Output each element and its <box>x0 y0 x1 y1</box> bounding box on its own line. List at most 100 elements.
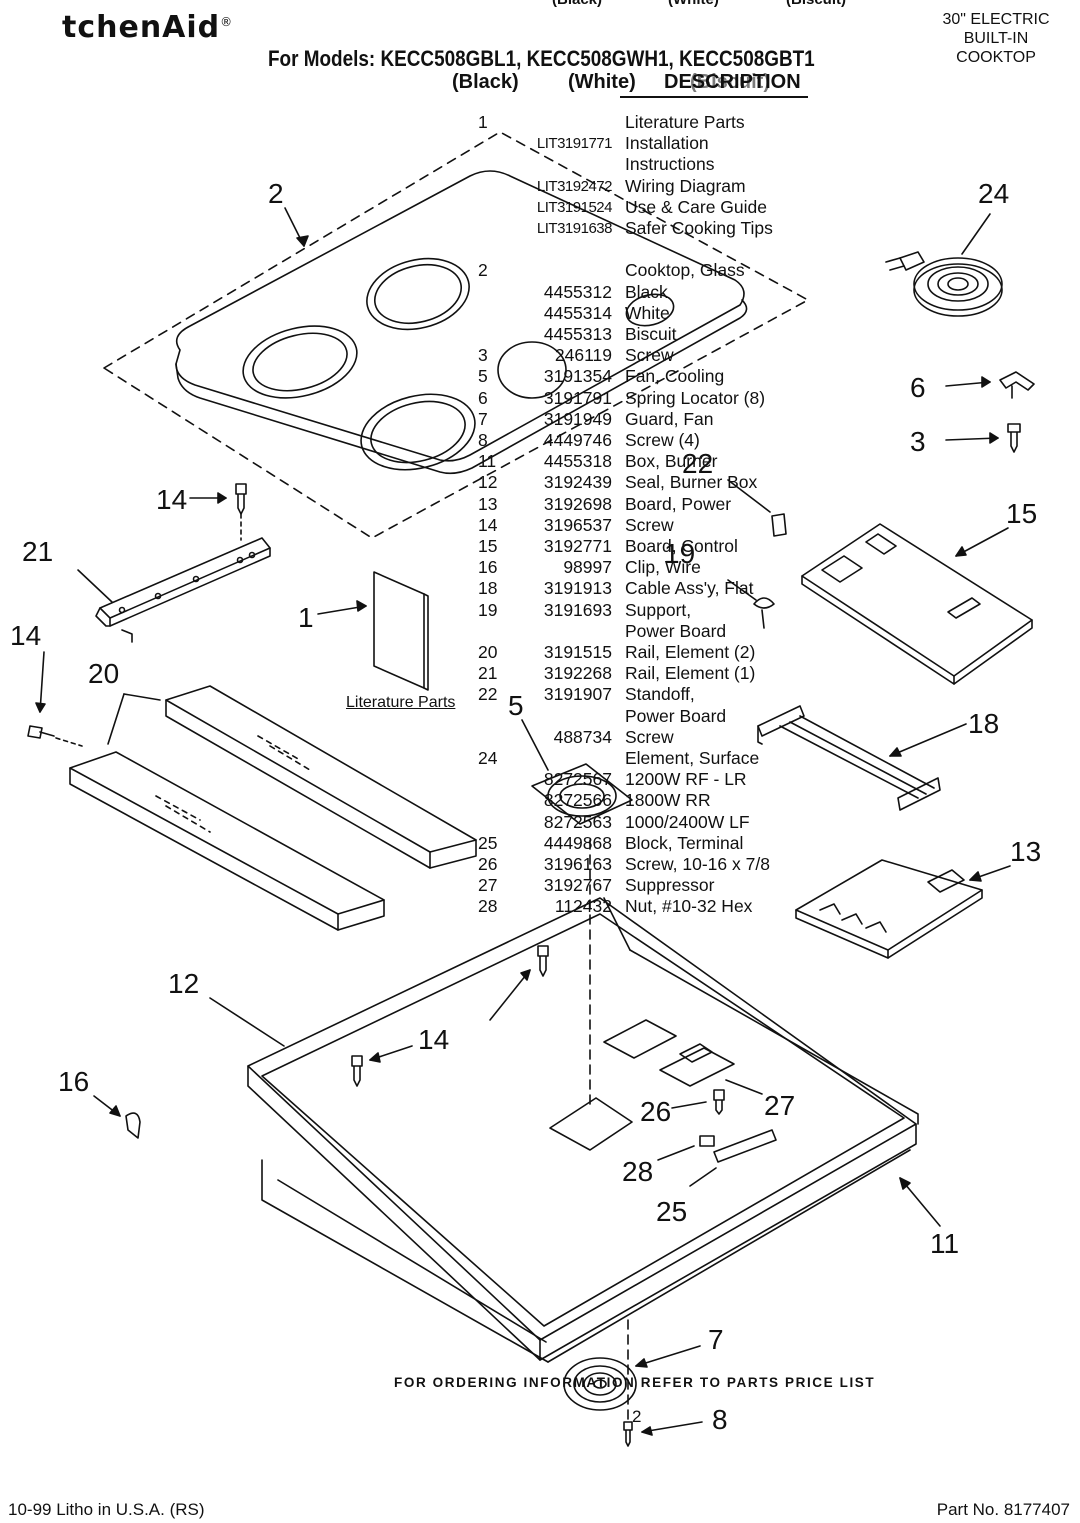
callout-13: 13 <box>1010 836 1042 867</box>
ref-number: 12 <box>478 472 498 493</box>
part-description: Literature Parts <box>625 112 745 132</box>
brand-logo: tchenAid® <box>62 10 234 45</box>
cooktop-title-line: BUILT-IN <box>963 30 1029 47</box>
part-number: 3196163 <box>543 854 612 874</box>
part-description: Support, <box>625 599 692 620</box>
literature-parts-label: Literature Parts <box>346 694 456 711</box>
cooktop-title-line: 30" ELECTRIC <box>942 11 1050 28</box>
part-number: LIT3191524 <box>536 198 613 216</box>
part-description: Clip, Wire <box>625 557 701 578</box>
callout-18: 18 <box>968 708 1000 739</box>
ref-number: 2 <box>478 260 488 281</box>
part-description: Nut, #10-32 Hex <box>625 896 753 917</box>
part-number: 3191354 <box>543 366 612 387</box>
literature-booklet-icon <box>373 571 425 689</box>
ref-number: 8 <box>478 430 488 450</box>
ref-number: 26 <box>478 854 498 874</box>
model-numbers: For Models: KECC508GBL1, KECC508GWH1, KE… <box>268 46 815 71</box>
burner-front-right <box>360 393 476 471</box>
support-19-icon <box>753 597 775 629</box>
parts-list-row: LIT3191771 Installation <box>478 133 798 154</box>
wire-clip-icon <box>125 1112 141 1139</box>
part-description: Use & Care Guide <box>625 196 768 217</box>
burner-box-icon <box>247 897 919 1363</box>
parts-list-row <box>478 239 798 260</box>
cooktop-title: 30" ELECTRIC BUILT-IN COOKTOP <box>936 10 1056 67</box>
description-underline <box>620 96 808 98</box>
callout-22: 22 <box>682 448 714 479</box>
part-number: 4449868 <box>543 832 612 853</box>
arrow-20a <box>123 693 161 701</box>
callout-26: 26 <box>640 1096 672 1127</box>
part-number: 98997 <box>563 557 612 578</box>
part-description: 1000/2400W LF <box>625 811 750 832</box>
footer-litho: 10-99 Litho in U.S.A. (RS) <box>8 1500 205 1519</box>
arrow-18 <box>889 723 967 757</box>
part-description: Rail, Element (1) <box>625 663 756 684</box>
arrow-24 <box>961 213 991 255</box>
part-number: LIT3191771 <box>536 135 613 153</box>
part-number: 8272566 <box>543 790 612 811</box>
callout-21: 21 <box>22 536 54 567</box>
part-description: Screw <box>625 726 674 747</box>
ref-number: 22 <box>478 684 498 705</box>
power-board-icon <box>795 859 983 959</box>
part-description: Rail, Element (2) <box>625 642 756 662</box>
ref-number: 11 <box>478 451 497 472</box>
callout-14: 14 <box>156 484 188 515</box>
rail-21-icon <box>95 537 271 643</box>
part-description: Safer Cooking Tips <box>625 218 773 238</box>
control-board-icon <box>801 523 1033 685</box>
part-number: 3192439 <box>543 472 612 493</box>
callout-1: 1 <box>298 602 314 633</box>
part-description: Installation <box>625 133 709 154</box>
ref-number: 20 <box>478 642 498 662</box>
screw-14-top-icon <box>235 483 247 515</box>
part-number: 8272563 <box>543 811 612 832</box>
top-clipped-label: (White) <box>668 0 719 8</box>
callout-25: 25 <box>656 1196 688 1227</box>
spring-locator-icon <box>999 371 1035 399</box>
part-description: Seal, Burner Box <box>625 472 758 493</box>
part-description: Cooktop, Glass <box>625 260 745 281</box>
ref-number: 5 <box>478 366 488 387</box>
footer-part-number: Part No. 8177407 <box>936 1500 1070 1519</box>
parts-list-row: 12 3192439 Seal, Burner Box <box>478 472 798 493</box>
part-number: 4455313 <box>543 324 612 344</box>
column-head-white: (White) <box>568 71 636 93</box>
callout-15: 15 <box>1006 498 1038 529</box>
callout-16: 16 <box>58 1066 90 1097</box>
cooktop-title-line: COOKTOP <box>956 49 1036 66</box>
ordering-note: FOR ORDERING INFORMATION REFER TO PARTS … <box>394 1375 876 1390</box>
column-head-biscuit: (Biscuit) <box>690 71 770 93</box>
part-number: 3192771 <box>543 536 612 556</box>
ref-number: 15 <box>478 536 498 556</box>
burner-front-left <box>242 325 358 399</box>
arrow-7 <box>635 1345 701 1367</box>
part-description: 1200W RF - LR <box>625 769 747 790</box>
ref-number: 18 <box>478 578 498 599</box>
callout-12: 12 <box>168 968 200 999</box>
arrow-5 <box>521 719 549 771</box>
part-description: Screw (4) <box>625 430 700 450</box>
callout-6: 6 <box>910 372 926 403</box>
surface-element-icon <box>885 251 1003 317</box>
part-description: Power Board <box>625 705 727 726</box>
parts-list-row: 8272563 1000/2400W LF <box>478 812 798 833</box>
ref-number: 24 <box>478 748 498 768</box>
flat-cable-icon <box>757 705 941 811</box>
rails-20-icon <box>69 685 477 931</box>
